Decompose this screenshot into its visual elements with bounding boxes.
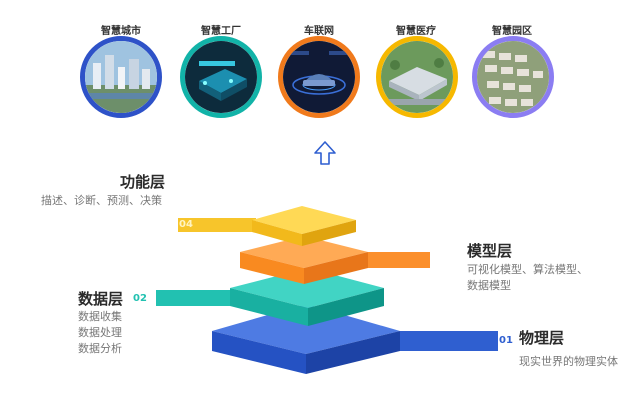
app-label-smart-factory: 智慧工厂 [201, 26, 241, 37]
physical-layer-description: 现实世界的物理实体 [519, 355, 618, 368]
model-layer-number: 03 [437, 254, 451, 265]
physical-layer-block [212, 304, 498, 374]
app-image-smart-medical[interactable] [376, 36, 458, 118]
data-layer-description: 数据收集 数据处理 数据分析 [78, 310, 122, 355]
data-layer-block [156, 268, 384, 326]
physical-layer-number: 01 [499, 335, 513, 346]
app-label-smart-park: 智慧园区 [492, 26, 532, 37]
function-layer-title: 功能层 [120, 173, 166, 191]
app-image-smart-city[interactable] [80, 36, 162, 118]
data-layer-title: 数据层 [78, 290, 124, 308]
function-layer-description: 描述、诊断、预测、决策 [41, 194, 162, 207]
function-layer-number: 04 [179, 219, 193, 230]
data-layer-number: 02 [133, 293, 147, 304]
model-layer-block [240, 236, 430, 284]
app-label-smart-medical: 智慧医疗 [396, 26, 436, 37]
app-label-iov: 车联网 [304, 26, 334, 37]
physical-layer-title: 物理层 [519, 329, 565, 347]
model-layer-title: 模型层 [467, 242, 513, 260]
app-label-smart-city: 智慧城市 [101, 26, 141, 37]
app-image-smart-park[interactable] [472, 36, 554, 118]
model-layer-description: 可视化模型、算法模型、 数据模型 [467, 263, 588, 292]
app-image-smart-factory[interactable] [180, 36, 262, 118]
function-layer-block [178, 206, 356, 246]
app-image-iov[interactable] [278, 36, 360, 118]
up-arrow-outline-icon [314, 141, 336, 165]
